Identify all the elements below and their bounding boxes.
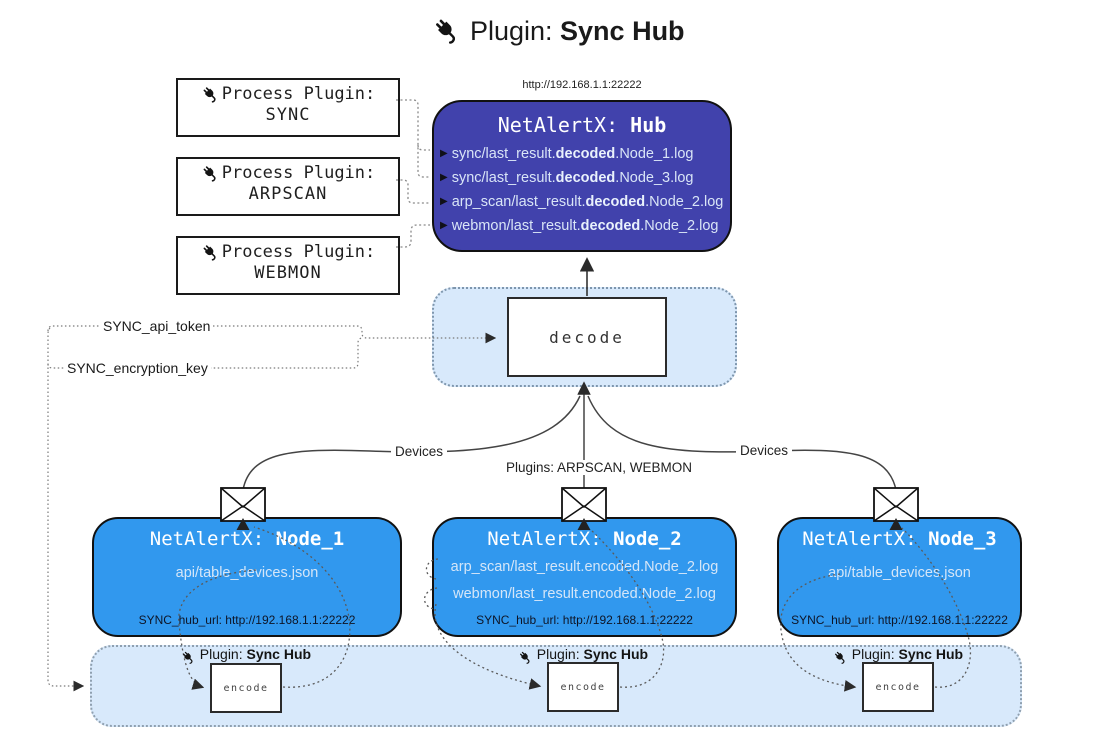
node-hub-url: SYNC_hub_url: http://192.168.1.1:22222 xyxy=(791,613,1008,627)
process-plugin-arpscan-box: Process Plugin: ARPSCAN xyxy=(176,157,400,216)
node-file: api/table_devices.json xyxy=(828,565,971,581)
node-file: arp_scan/last_result.encoded.Node_2.log xyxy=(450,559,719,575)
node-title: NetAlertX: Node_1 xyxy=(149,528,345,550)
plugins-label-middle: Plugins: ARPSCAN, WEBMON xyxy=(502,460,697,475)
plug-icon xyxy=(203,244,216,261)
node-hub-url: SYNC_hub_url: http://192.168.1.1:22222 xyxy=(476,613,693,627)
arrow-right-icon: ▶ xyxy=(440,220,448,231)
hub-log-line: ▶arp_scan/last_result.decoded.Node_2.log xyxy=(440,194,724,210)
plug-icon xyxy=(182,651,193,664)
plugin-hub-connectors xyxy=(396,99,430,248)
node-file-list: arp_scan/last_result.encoded.Node_2.log … xyxy=(434,554,735,608)
node-hub-url: SYNC_hub_url: http://192.168.1.1:22222 xyxy=(138,613,356,627)
encode-box: encode xyxy=(547,662,619,712)
node-title: NetAlertX: Node_2 xyxy=(487,528,682,550)
hub-url-label: http://192.168.1.1:22222 xyxy=(522,79,642,91)
arrow-right-icon: ▶ xyxy=(440,148,448,159)
plug-icon xyxy=(203,86,216,103)
node-title: NetAlertX: Node_3 xyxy=(802,528,997,550)
node-file: api/table_devices.json xyxy=(175,565,319,581)
node-1-box: NetAlertX: Node_1 api/table_devices.json… xyxy=(92,517,402,637)
process-plugin-sync-box: Process Plugin: SYNC xyxy=(176,78,400,137)
sync-api-token-label: SYNC_api_token xyxy=(100,318,214,334)
hub-log-list: ▶sync/last_result.decoded.Node_1.log ▶sy… xyxy=(434,142,730,238)
arrow-right-icon: ▶ xyxy=(440,172,448,183)
band-plugin-label: Plugin: Sync Hub xyxy=(156,646,336,665)
encode-box: encode xyxy=(862,662,934,712)
hub-box: NetAlertX: Hub ▶sync/last_result.decoded… xyxy=(432,100,732,252)
process-plugin-name: SYNC xyxy=(265,105,311,125)
hub-log-line: ▶sync/last_result.decoded.Node_3.log xyxy=(440,170,694,186)
title-label: Plugin: xyxy=(469,16,553,46)
process-plugin-label: Process Plugin: xyxy=(221,163,376,183)
process-plugin-webmon-box: Process Plugin: WEBMON xyxy=(176,236,400,295)
process-plugin-name: WEBMON xyxy=(254,263,322,283)
band-plugin-label: Plugin: Sync Hub xyxy=(808,646,988,665)
process-plugin-name: ARPSCAN xyxy=(248,184,328,204)
title-name: Sync Hub xyxy=(560,16,685,46)
hub-log-line: ▶webmon/last_result.decoded.Node_2.log xyxy=(440,218,719,234)
devices-label-left: Devices xyxy=(391,444,448,459)
arrow-right-icon: ▶ xyxy=(440,196,448,207)
plug-icon xyxy=(436,19,456,44)
plug-icon xyxy=(519,651,530,664)
node-2-box: NetAlertX: Node_2 arp_scan/last_result.e… xyxy=(432,517,737,637)
devices-label-right: Devices xyxy=(736,443,793,458)
encode-box: encode xyxy=(210,663,282,713)
plug-icon xyxy=(203,165,216,182)
plug-icon xyxy=(834,651,845,664)
hub-title: NetAlertX: Hub xyxy=(497,113,667,137)
page-title: Plugin: Sync Hub xyxy=(0,16,1117,47)
node-decode-curves xyxy=(242,381,897,492)
node-file: webmon/last_result.encoded.Node_2.log xyxy=(453,586,716,602)
band-plugin-label: Plugin: Sync Hub xyxy=(493,646,673,665)
node-3-box: NetAlertX: Node_3 api/table_devices.json… xyxy=(777,517,1022,637)
hub-log-line: ▶sync/last_result.decoded.Node_1.log xyxy=(440,146,694,162)
process-plugin-label: Process Plugin: xyxy=(221,84,376,104)
process-plugin-label: Process Plugin: xyxy=(221,242,376,262)
sync-encryption-key-label: SYNC_encryption_key xyxy=(64,360,211,376)
decode-box: decode xyxy=(507,297,667,377)
